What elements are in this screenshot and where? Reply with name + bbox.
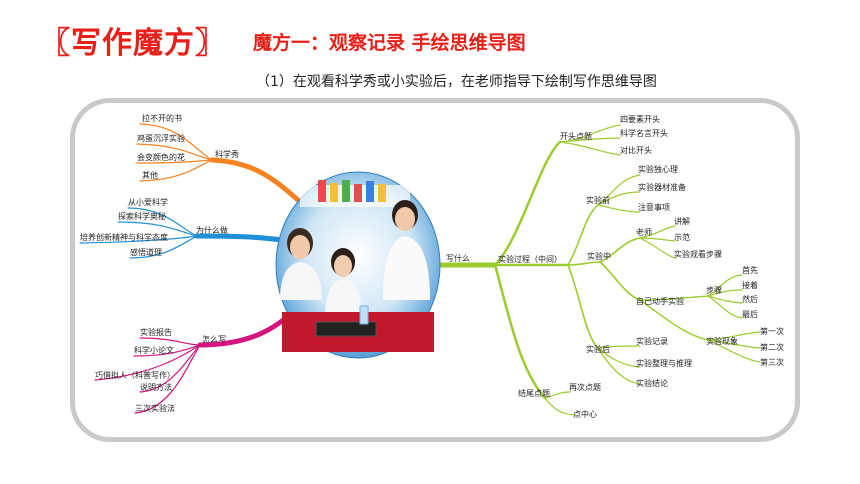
leaf-xianxiang-1: 第一次 [760, 326, 784, 336]
leaf-zenmexie-4: 说明方法 [140, 382, 172, 392]
central-photo [275, 171, 441, 359]
leaf-hou-3: 实验结论 [636, 378, 668, 388]
leaf-laoshi-2: 示范 [674, 232, 690, 242]
leaf-hou-1: 实验记录 [636, 336, 668, 346]
node-weishenme: 为什么做 [196, 225, 228, 235]
leaf-jiewei-1: 再次点题 [569, 382, 601, 392]
node-guocheng: 实验过程（中间） [498, 254, 562, 264]
node-hou: 实验后 [586, 344, 610, 354]
page-title: 〖写作魔方〗 [40, 26, 226, 61]
node-qian: 实验前 [586, 195, 610, 205]
leaf-buzhou-4: 最后 [742, 309, 758, 319]
branch-kexuexiu [136, 123, 301, 203]
mindmap-frame [70, 98, 800, 442]
leaf-zenmexie-5: 三次实验法 [135, 403, 175, 413]
node-jiewei: 结尾点题 [518, 388, 550, 398]
branch-zenmexie [94, 302, 303, 414]
leaf-buzhou-3: 然后 [742, 294, 758, 304]
leaf-kexuexiu-1: 拉不开的书 [142, 113, 182, 123]
leaf-qian-1: 实验独心理 [638, 164, 678, 174]
leaf-weishenme-4: 感悟道理 [130, 247, 162, 257]
leaf-zenmexie-3: 巧借拟人（科普写作） [95, 370, 175, 380]
node-buzhou: 步骤 [706, 286, 722, 295]
node-kexuexiu: 科学秀 [215, 149, 239, 159]
leaf-kexuexiu-3: 会变颜色的花 [137, 152, 185, 162]
node-kaitou: 开头点题 [560, 131, 592, 141]
leaf-weishenme-2: 探索科学奥秘 [118, 211, 166, 221]
leaf-hou-2: 实验整理与推理 [636, 358, 692, 368]
leaf-xianxiang-3: 第三次 [760, 357, 784, 367]
leaf-zenmexie-2: 科学小论文 [134, 345, 174, 355]
node-zenmexie: 怎么写 [202, 334, 226, 344]
branch-weishenme [79, 207, 285, 259]
leaf-kaitou-2: 科学名言开头 [620, 128, 668, 138]
leaf-jiewei-2: 点中心 [573, 409, 597, 419]
leaf-laoshi-1: 讲解 [674, 216, 690, 226]
branch-xieshenme [433, 124, 761, 416]
leaf-kaitou-3: 对比开头 [620, 145, 652, 155]
node-ziji: 自己动手实验 [636, 296, 684, 306]
node-xianxiang: 实验现象 [706, 336, 738, 346]
node-xieshenme: 写什么 [446, 253, 470, 263]
leaf-kaitou-1: 四要素开头 [620, 114, 660, 124]
leaf-kexuexiu-2: 鸡蛋沉浮实验 [137, 133, 185, 143]
leaf-qian-2: 实验器材准备 [638, 182, 686, 192]
instruction-text: （1）在观看科学秀或小实验后，在老师指导下绘制写作思维导图 [256, 74, 657, 90]
leaf-weishenme-1: 从小爱科学 [128, 197, 168, 207]
node-laoshi: 老师 [636, 227, 652, 237]
leaf-qian-3: 注意事项 [638, 202, 670, 212]
leaf-laoshi-3: 实验观看步骤 [674, 249, 722, 259]
leaf-xianxiang-2: 第二次 [760, 342, 784, 352]
page-subtitle: 魔方一：观察记录 手绘思维导图 [253, 32, 526, 54]
leaf-kexuexiu-4: 其他 [142, 170, 158, 180]
leaf-buzhou-2: 接着 [742, 280, 758, 290]
node-zhong: 实验中 [587, 251, 611, 261]
leaf-zenmexie-1: 实验报告 [140, 327, 172, 337]
leaf-weishenme-3: 培养创新精神与科学态度 [80, 232, 168, 242]
leaf-buzhou-1: 首先 [742, 265, 758, 275]
